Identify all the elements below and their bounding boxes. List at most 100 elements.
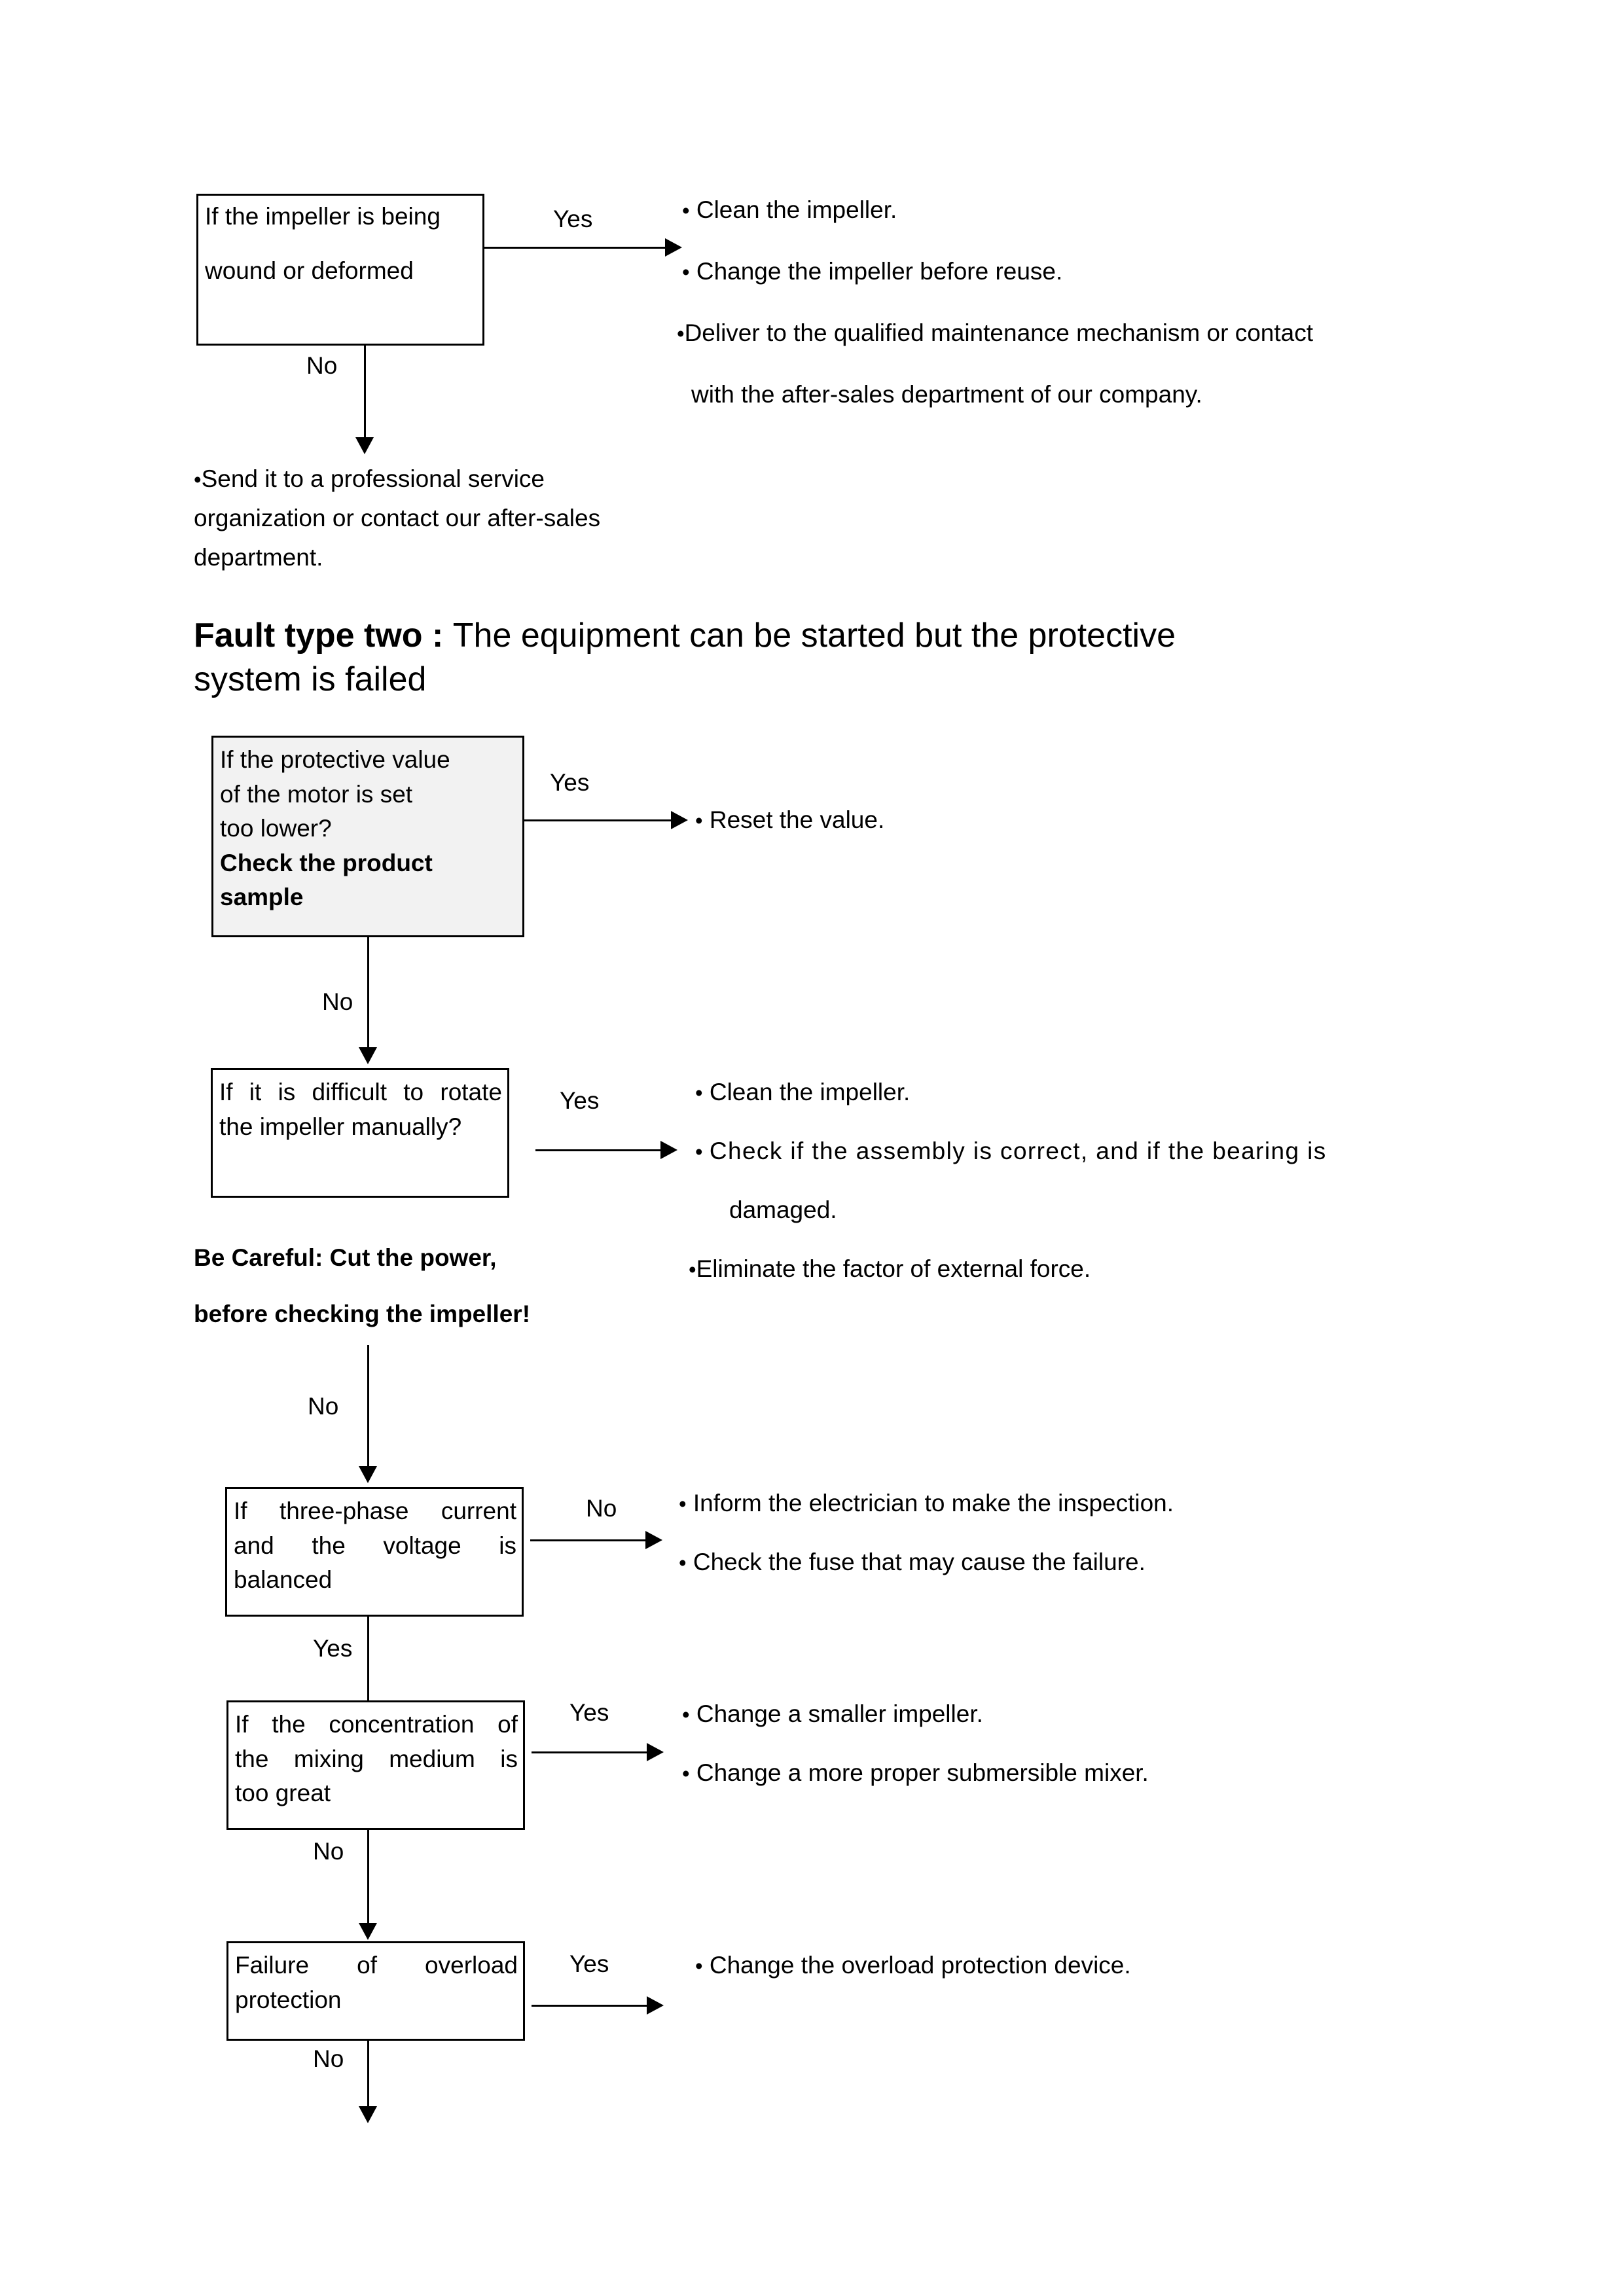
yes-actions-step1: • Clean the impeller. • Change the impel… [677,196,1313,408]
no-label-s2-step5: No [313,2045,344,2072]
bullet-icon: • [682,1761,690,1785]
list-item-text: with the after-sales department of our c… [691,381,1202,408]
list-item-text: Check the fuse that may cause the failur… [693,1549,1146,1575]
list-item: • Check the fuse that may cause the fail… [679,1549,1174,1576]
list-item: • Clean the impeller. [682,196,1313,224]
no-label-s2-step3: No [586,1495,617,1522]
connector-line-no-step1 [364,346,366,440]
arrow-down-no-s2-step2 [359,1466,377,1483]
arrow-right-yes-s2-step2 [660,1141,677,1159]
box-line-2: of the motor is set [220,780,413,808]
list-item: • Inform the electrician to make the ins… [679,1490,1174,1517]
arrow-down-no-s2-step4 [359,1923,377,1940]
list-item-continuation: damaged. [729,1196,1327,1224]
list-item: •Deliver to the qualified maintenance me… [677,319,1313,347]
connector-line-no-s2-step2 [367,1345,369,1469]
heading-line-2: system is failed [194,660,427,698]
bullet-icon: • [695,1081,703,1105]
list-item-text: Clean the impeller. [709,1079,911,1105]
connector-line-no-s2-step3 [530,1539,648,1541]
bullet-icon: • [682,260,690,284]
bullet-icon: • [677,321,685,346]
yes-actions-s2-step4: • Change a smaller impeller. • Change a … [682,1700,1149,1787]
connector-line-yes-s2-step5 [532,2005,649,2007]
list-item-text: Reset the value. [709,806,885,833]
no-label-s2-step1: No [322,988,353,1015]
yes-actions-s2-step1: • Reset the value. [695,806,884,834]
page-heading: Fault type two : The equipment can be st… [194,614,1176,701]
list-item-text: Clean the impeller. [696,196,897,223]
bullet-icon: • [682,198,690,223]
list-item-text: Check if the assembly is correct, and if… [709,1138,1327,1164]
bullet-icon: • [194,467,202,492]
arrow-down-no-s2-step1 [359,1047,377,1064]
bullet-icon: • [679,1492,687,1516]
connector-line-yes-step1 [484,247,668,249]
connector-line-yes-s2-step2 [535,1149,663,1151]
decision-box-impeller-wound: If the impeller is being wound or deform… [196,194,484,346]
yes-actions-s2-step2: • Clean the impeller. • Check if the ass… [689,1079,1327,1283]
box-line-2: and the voltage is [234,1532,516,1559]
arrow-right-yes-s2-step1 [671,811,688,829]
list-item-text: Change a smaller impeller. [696,1700,983,1727]
no-label-step1: No [306,352,338,379]
bullet-icon: • [682,1702,690,1727]
decision-box-overload-protection: Failure of overload protection [226,1941,525,2041]
no-label-s2-step4: No [313,1838,344,1865]
list-item-text: Eliminate the factor of external force. [696,1255,1091,1282]
decision-box-three-phase-current: If three-phase current and the voltage i… [225,1487,524,1617]
yes-label-s2-step2: Yes [560,1087,600,1114]
no-action-step1: •Send it to a professional service organ… [194,459,600,577]
list-item: •Eliminate the factor of external force. [689,1255,1327,1283]
decision-box-rotate-impeller: If it is difficult to rotate the impelle… [211,1068,509,1198]
yes-label-s2-step1: Yes [550,769,590,796]
bullet-icon: • [679,1551,687,1575]
box-line-1: If the protective value [220,746,450,773]
box-line-3: balanced [234,1566,333,1594]
arrow-right-no-s2-step3 [645,1531,662,1549]
yes-label-step1: Yes [553,206,593,232]
list-item: • Check if the assembly is correct, and … [695,1138,1327,1165]
connector-line-yes-s2-step1 [524,819,674,821]
list-item-text: Inform the electrician to make the inspe… [693,1490,1174,1516]
connector-line-no-s2-step5 [367,2041,369,2109]
box-line-1: If three-phase current [234,1498,516,1524]
list-item-continuation: with the after-sales department of our c… [691,381,1313,408]
box-line-1: If it is difficult to rotate [219,1079,502,1105]
arrow-down-no-s2-step5 [359,2106,377,2123]
box-line-1: Failure of overload [235,1952,518,1979]
arrow-right-yes-s2-step5 [647,1996,664,2015]
list-item: • Reset the value. [695,806,884,834]
list-item: • Clean the impeller. [695,1079,1327,1106]
list-item-text: damaged. [729,1196,837,1223]
decision-box-protective-value: If the protective value of the motor is … [211,736,524,937]
box-line-2: wound or deformed [205,257,414,284]
no-action-line-2: organization or contact our after-sales [194,504,601,531]
box-line-2: the mixing medium is [235,1745,518,1772]
warning-line-1: Be Careful: Cut the power, [194,1244,497,1271]
warning-line-2: before checking the impeller! [194,1300,531,1327]
list-item-text: Change the overload protection device. [709,1952,1131,1979]
box-line-2: protection [235,1986,342,2013]
bullet-icon: • [689,1257,696,1282]
yes-actions-s2-step5: • Change the overload protection device. [695,1952,1131,1979]
connector-line-yes-s2-step4 [532,1751,649,1753]
list-item-text: Deliver to the qualified maintenance mec… [684,319,1314,346]
box-line-1: If the concentration of [235,1711,518,1738]
connector-line-yes-s2-step3 [367,1617,369,1708]
arrow-right-yes-s2-step4 [647,1743,664,1761]
heading-rest: The equipment can be started but the pro… [452,617,1176,655]
no-action-line-1: •Send it to a professional service [194,465,545,492]
heading-line-1: Fault type two : The equipment can be st… [194,614,1176,658]
list-item-text: Change the impeller before reuse. [696,258,1063,285]
connector-line-no-s2-step4 [367,1830,369,1927]
yes-label-s2-step3: Yes [313,1635,353,1662]
decision-box-medium-concentration: If the concentration of the mixing mediu… [226,1700,525,1830]
bullet-icon: • [695,1139,703,1164]
box-line-1: If the impeller is being [205,203,441,230]
list-item-text: Change a more proper submersible mixer. [696,1759,1149,1786]
list-item: • Change the overload protection device. [695,1952,1131,1979]
list-item: • Change a more proper submersible mixer… [682,1759,1149,1787]
connector-line-no-s2-step1 [367,937,369,1050]
no-action-line-3: department. [194,543,323,571]
